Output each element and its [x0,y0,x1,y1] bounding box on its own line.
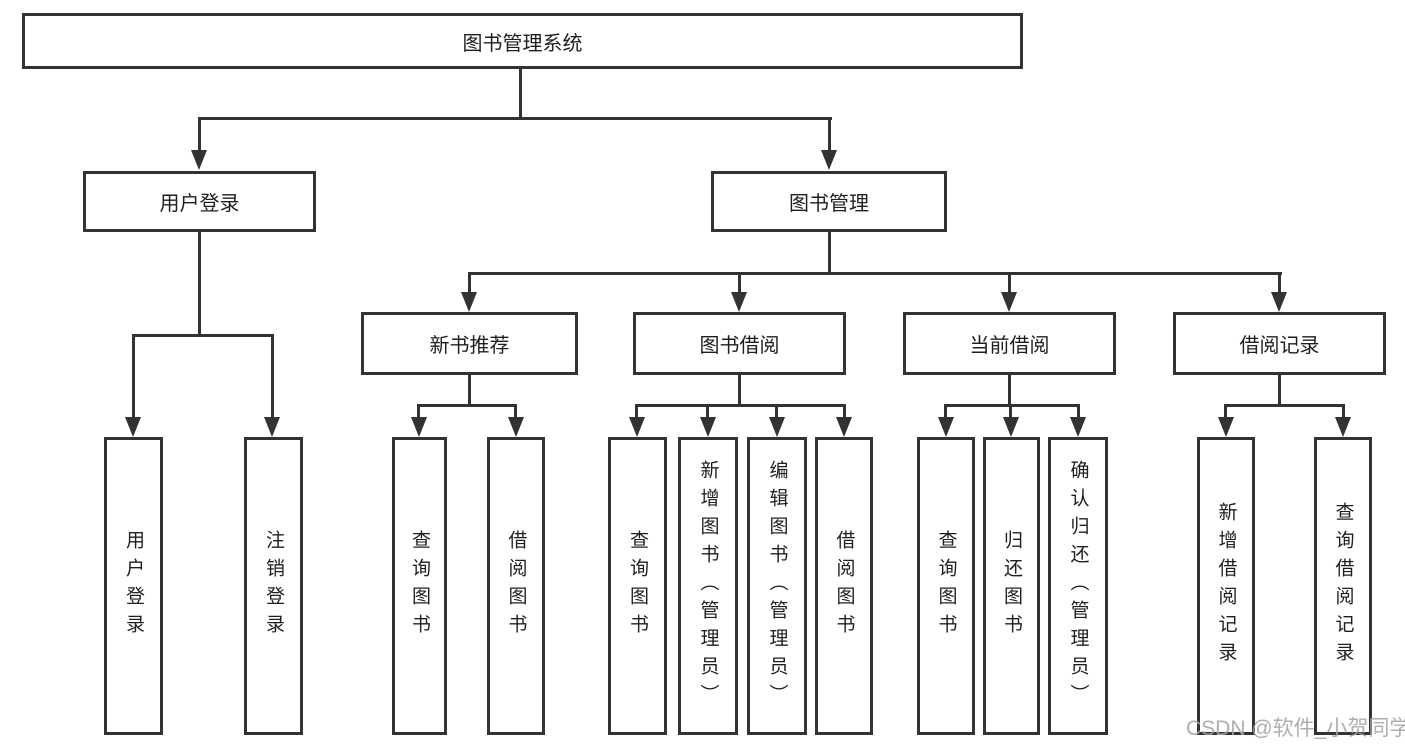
connector-vline [635,404,638,419]
node-label: 查询图书 [409,530,430,642]
node-label: 新增借阅记录 [1215,502,1237,670]
node-label: 新书推荐 [429,335,510,357]
connector-vline [514,404,517,419]
connector-vline [944,404,947,419]
arrow-down-icon [700,417,716,437]
node-borrowing-records: 借阅记录 [1173,312,1386,375]
node-label: 用户登录 [123,530,144,642]
connector-hline [417,404,517,407]
node-label: 编辑图书（管理员） [766,460,788,712]
node-label: 借阅图书 [505,530,527,642]
node-current-borrowing: 当前借阅 [903,312,1116,375]
connector-vline [1278,272,1281,294]
connector-vline [828,117,831,151]
connector-vline [1224,404,1227,419]
arrow-down-icon [1335,417,1351,437]
arrow-down-icon [411,417,427,437]
arrow-down-icon [629,417,645,437]
node-label: 新增图书（管理员） [697,460,719,712]
connector-vline [738,272,741,294]
connector-vline [1008,375,1011,407]
connector-vline [468,272,471,294]
arrow-down-icon [264,417,280,437]
node-label: 图书借阅 [699,335,780,357]
arrow-down-icon [125,417,141,437]
connector-hline [468,272,1282,275]
node-leaf-logout: 注销登录 [244,437,303,735]
node-label: 归还图书 [1001,530,1022,642]
node-leaf-borrow-books: 借阅图书 [487,437,545,735]
connector-vline [417,404,420,419]
connector-hline [635,404,846,407]
connector-vline [271,334,274,418]
arrow-down-icon [836,417,852,437]
node-leaf-add-books-admin: 新增图书（管理员） [678,437,738,735]
connector-vline [198,232,201,337]
node-label: 注销登录 [263,530,284,642]
connector-vline [1278,375,1281,407]
node-leaf-query-books: 查询图书 [917,437,975,735]
connector-vline [1077,404,1080,419]
node-leaf-user-login: 用户登录 [104,437,163,735]
arrow-down-icon [461,292,477,312]
node-label: 图书管理系统 [462,32,583,55]
connector-vline [828,232,831,275]
node-label: 图书管理 [789,193,869,215]
node-leaf-edit-books-admin: 编辑图书（管理员） [747,437,807,735]
node-leaf-query-books: 查询图书 [392,437,447,735]
connector-vline [706,404,709,419]
connector-vline [738,375,741,407]
arrow-down-icon [1070,417,1086,437]
arrow-down-icon [821,150,837,170]
arrow-down-icon [731,292,747,312]
connector-hline [1224,404,1345,407]
node-leaf-return-books: 归还图书 [983,437,1040,735]
arrow-down-icon [1001,292,1017,312]
connector-vline [775,404,778,419]
arrow-down-icon [938,417,954,437]
connector-hline [944,404,1080,407]
node-leaf-add-borrow-record: 新增借阅记录 [1197,437,1255,735]
connector-vline [132,334,135,418]
node-leaf-confirm-return-admin: 确认归还（管理员） [1048,437,1108,735]
node-book-management: 图书管理 [711,171,947,232]
connector-vline [1009,404,1012,419]
arrow-down-icon [1271,292,1287,312]
connector-vline [198,117,201,151]
connector-vline [1008,272,1011,294]
node-leaf-borrow-books: 借阅图书 [815,437,873,735]
node-label: 查询借阅记录 [1332,502,1354,670]
node-label: 确认归还（管理员） [1067,460,1089,712]
node-label: 用户登录 [159,193,240,215]
node-book-borrowing: 图书借阅 [633,312,846,375]
node-label: 当前借阅 [969,335,1050,357]
connector-vline [1342,404,1345,419]
node-leaf-query-borrow-record: 查询借阅记录 [1314,437,1372,735]
connector-vline [468,375,471,407]
node-leaf-query-books: 查询图书 [608,437,667,735]
arrow-down-icon [508,417,524,437]
node-user-login: 用户登录 [83,171,316,232]
arrow-down-icon [769,417,785,437]
node-label: 借阅图书 [833,530,855,642]
node-label: 查询图书 [935,530,957,642]
arrow-down-icon [1218,417,1234,437]
node-new-book-recommend: 新书推荐 [361,312,578,375]
connector-hline [198,117,832,120]
connector-vline [843,404,846,419]
arrow-down-icon [1003,417,1019,437]
connector-hline [132,334,274,337]
watermark: CSDN @软件_小贺同学 [1186,717,1405,740]
node-library-management-system: 图书管理系统 [22,13,1023,69]
arrow-down-icon [191,150,207,170]
connector-vline [519,69,522,118]
node-label: 借阅记录 [1239,335,1320,357]
node-label: 查询图书 [627,530,648,642]
